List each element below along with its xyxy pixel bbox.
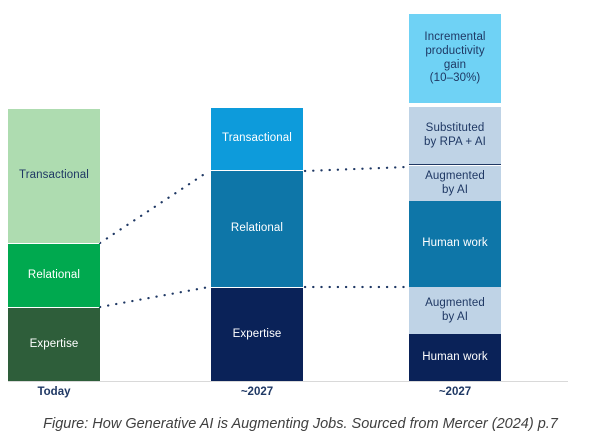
segment-label: Incremental productivity gain (10–30%) — [424, 31, 486, 85]
figure-caption-text: Figure: How Generative AI is Augmenting … — [43, 416, 558, 432]
segment-label: Augmented by AI — [425, 296, 485, 323]
connector-relational-split — [303, 165, 409, 173]
segment-label: Transactional — [19, 169, 89, 182]
segment-label: Human work — [422, 237, 488, 250]
segment-2027roles-transactional[interactable]: Transactional — [211, 108, 303, 170]
segment-today-relational[interactable]: Relational — [8, 244, 100, 307]
segment-label: Augmented by AI — [425, 169, 485, 196]
segment-human-work-lower[interactable]: Human work — [409, 334, 501, 381]
x-tick-label-2027-roles: ~2027 — [240, 386, 274, 398]
bar-today[interactable]: Transactional Relational Expertise — [8, 109, 100, 381]
segment-today-transactional[interactable]: Transactional — [8, 109, 100, 243]
stacked-bar-chart: Transactional Relational Expertise Today… — [8, 14, 568, 398]
x-axis-line — [8, 381, 568, 382]
segment-label: Expertise — [232, 327, 282, 340]
segment-label: Expertise — [29, 337, 79, 350]
segment-augmented-by-ai-lower[interactable]: Augmented by AI — [409, 287, 501, 334]
figure-caption: Figure: How Generative AI is Augmenting … — [0, 404, 601, 444]
segment-label: Relational — [230, 222, 284, 235]
segment-incremental-productivity-gain[interactable]: Incremental productivity gain (10–30%) — [409, 14, 501, 103]
segment-2027roles-expertise[interactable]: Expertise — [211, 288, 303, 381]
connector-transactional-relational — [98, 169, 211, 245]
segment-substituted-by-rpa-ai[interactable]: Substituted by RPA + AI — [409, 107, 501, 165]
x-tick-label-2027-composition: ~2027 — [438, 386, 472, 398]
bar-2027-composition[interactable]: Incremental productivity gain (10–30%) S… — [409, 14, 501, 381]
segment-2027roles-relational[interactable]: Relational — [211, 171, 303, 287]
segment-label: Substituted by RPA + AI — [424, 121, 486, 148]
x-tick-label-today: Today — [37, 386, 71, 398]
segment-label: Relational — [27, 268, 81, 281]
segment-label: Transactional — [222, 132, 292, 145]
segment-today-expertise[interactable]: Expertise — [8, 308, 100, 381]
bar-2027-roles[interactable]: Transactional Relational Expertise — [211, 108, 303, 381]
segment-human-work-upper[interactable]: Human work — [409, 201, 501, 287]
segment-augmented-by-ai-upper[interactable]: Augmented by AI — [409, 166, 501, 201]
connector-relational-expertise — [98, 285, 211, 309]
segment-label: Human work — [422, 350, 488, 363]
